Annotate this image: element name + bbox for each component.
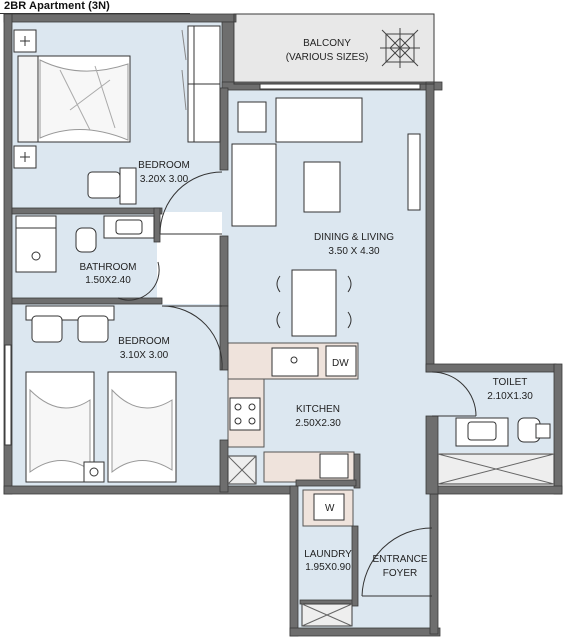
chair-icon [31,315,63,343]
window [259,83,421,90]
room-labels: BALCONY (VARIOUS SIZES) BEDROOM 3.20X 3.… [79,38,533,579]
entrance-size: FOYER [383,568,417,579]
bathroom-fixtures [15,215,155,273]
fridge-icon [319,453,349,479]
wall [153,207,161,243]
living-label: DINING & LIVING [314,232,394,243]
wall [219,439,229,493]
chair-icon [87,167,137,205]
wall [219,235,229,307]
wall [219,87,229,171]
title-underline [0,13,190,14]
bathroom-label: BATHROOM [79,262,136,273]
wall [553,363,563,495]
bedroom2-label: BEDROOM [118,336,170,347]
toilet-fixtures [455,417,551,447]
wall [221,21,235,89]
bedroom2-size: 3.10X 3.00 [120,350,169,361]
bathroom-size: 1.50X2.40 [85,275,131,286]
dishwasher-icon [325,345,357,377]
wall [219,305,229,371]
wall [299,599,357,605]
wall [3,13,237,23]
washer-label: W [325,503,335,514]
tv-unit [407,133,421,211]
coffee-table [303,161,341,213]
wall [425,81,435,373]
wall [353,453,361,489]
balcony-label: BALCONY [303,38,351,49]
wall [425,415,439,495]
wardrobes [181,25,221,143]
sofa [275,97,363,143]
wall [295,479,357,487]
floor-drain-icon [380,28,420,68]
door[interactable] [161,305,223,371]
kitchen-size: 2.50X2.30 [295,418,341,429]
wall [425,363,557,373]
bedroom2-furniture [25,305,177,483]
door[interactable] [431,371,477,417]
laundry-label: LAUNDRY [304,549,352,560]
door[interactable] [361,527,433,597]
door[interactable] [117,261,160,301]
bedroom1-label: BEDROOM [138,160,190,171]
sofa [231,143,277,227]
washer-icon [313,493,345,521]
toilet-icon [75,227,97,253]
bed-bedroom1 [13,29,131,169]
entrance-label: ENTRANCE [372,554,427,565]
plan-title: 2BR Apartment (3N) [4,0,110,12]
kitchen-label: KITCHEN [296,404,340,415]
wall [429,485,439,635]
laundry-size: 1.95X0.90 [305,562,351,573]
walls [3,13,563,637]
chair-icon [77,315,109,343]
side-table [237,101,267,133]
doors [117,171,477,597]
wall [351,525,359,607]
door[interactable] [159,171,223,235]
dining-table [291,269,337,337]
shower-icon [15,215,57,273]
window [4,344,12,446]
wall [289,485,299,637]
kitchen-fixtures [229,345,357,521]
toilet-size: 2.10X1.30 [487,391,533,402]
wall [289,627,441,637]
living-size: 3.50 X 4.30 [328,246,380,257]
wall [3,485,297,495]
wall [11,297,163,305]
living-furniture [231,97,421,337]
toilet-label: TOILET [493,377,528,388]
bedroom1-size: 3.20X 3.00 [140,174,189,185]
balcony-size: (VARIOUS SIZES) [286,52,369,63]
wall [429,485,563,495]
wall [11,207,163,215]
stove-icon [229,397,261,431]
dishwasher-label: DW [332,358,349,369]
corridor-floor[interactable] [355,440,435,630]
balcony-floor[interactable] [235,14,434,84]
windows [4,83,555,627]
